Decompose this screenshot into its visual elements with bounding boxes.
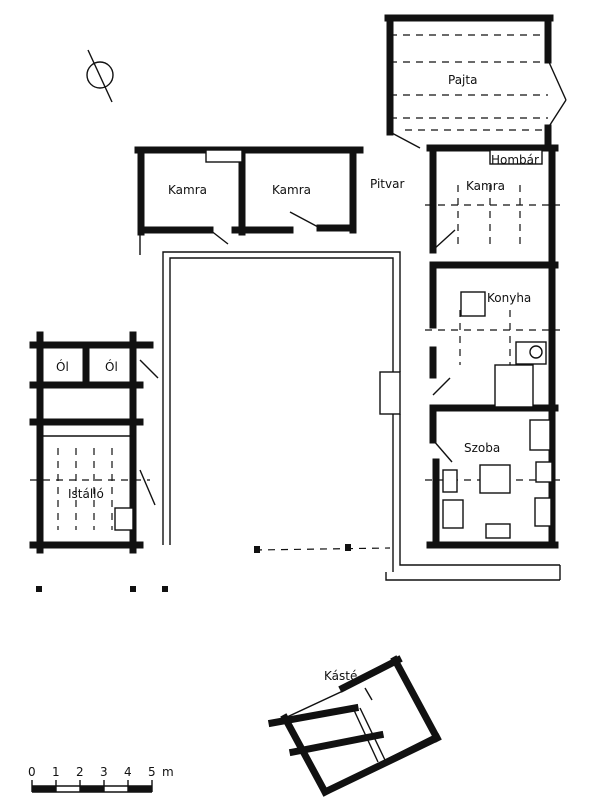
room-label-kamra-upper-left: Kamra: [168, 183, 207, 197]
room-label-kamra-upper-mid: Kamra: [272, 183, 311, 197]
scale-tick-3: 3: [100, 765, 108, 779]
scale-tick-4: 4: [124, 765, 132, 779]
scale-tick-1: 1: [52, 765, 60, 779]
room-label-kaste: Kásté: [324, 669, 357, 683]
room-label-hombar: Hombár: [491, 153, 539, 167]
scale-tick-2: 2: [76, 765, 84, 779]
room-label-pitvar: Pitvar: [370, 177, 404, 191]
room-label-ol-1: Ól: [56, 359, 69, 374]
scale-unit: m: [162, 765, 174, 779]
right-wing-walls: [425, 144, 560, 549]
courtyard: [139, 232, 561, 581]
scale-tick-0: 0: [28, 765, 36, 779]
left-wing-walls: [29, 331, 168, 592]
barn-pajta: [384, 14, 567, 152]
room-label-kamra-right: Kamra: [466, 179, 505, 193]
room-label-pajta: Pajta: [448, 73, 477, 87]
north-arrow-icon: [86, 49, 114, 103]
upper-kamra-walls: [134, 146, 364, 245]
kaste-structure: [267, 655, 442, 797]
room-label-konyha: Konyha: [487, 291, 531, 305]
room-label-szoba: Szoba: [464, 441, 500, 455]
room-label-istallo: Istálló: [68, 487, 104, 501]
room-label-ol-2: Ól: [105, 359, 118, 374]
scale-tick-5: 5: [148, 765, 156, 779]
scale-bar: 0 1 2 3 4 5 m: [28, 765, 174, 793]
